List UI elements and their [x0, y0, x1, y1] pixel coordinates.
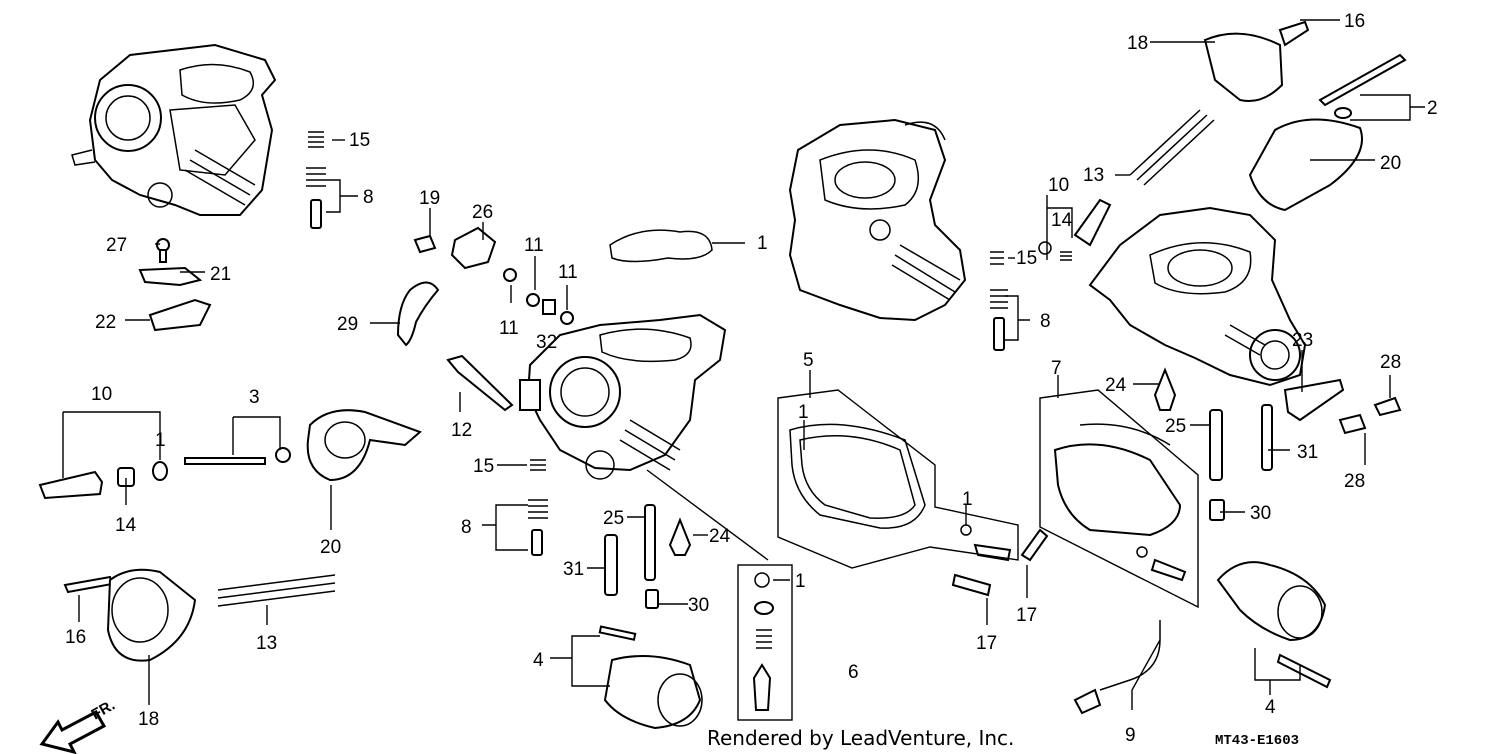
callout-label: 2	[1427, 98, 1438, 119]
callout-label: 4	[1265, 697, 1276, 718]
callout-label: 5	[803, 350, 814, 371]
callout-label: 18	[1127, 33, 1148, 54]
leader-lines	[62, 19, 1425, 710]
callout-label: 15	[349, 130, 370, 151]
spring-icon	[217, 574, 336, 607]
carburetor-body-center	[519, 313, 727, 480]
carburetor-assembly-top-left	[71, 43, 277, 216]
callout-label: 28	[1344, 471, 1365, 492]
callout-label: 20	[320, 537, 341, 558]
callout-label: 7	[1051, 358, 1062, 379]
callout-label: 25	[1165, 416, 1186, 437]
callout-label: 1	[795, 571, 806, 592]
frame-6	[737, 564, 793, 721]
callout-label: 29	[337, 314, 358, 335]
callout-label: 1	[798, 402, 809, 423]
callout-label: 8	[461, 517, 472, 538]
callout-label: 23	[1292, 330, 1313, 351]
callout-label: 16	[1344, 11, 1365, 32]
callout-label: 21	[210, 264, 231, 285]
callout-label: 31	[563, 559, 584, 580]
callout-label: 31	[1297, 442, 1318, 463]
drawing-code: MT43-E1603	[1215, 733, 1299, 749]
callout-label: 4	[533, 650, 544, 671]
callout-label: 13	[1083, 165, 1104, 186]
callout-label: 24	[709, 526, 731, 547]
callout-label: 28	[1380, 352, 1401, 373]
callout-label: 11	[499, 318, 519, 339]
callout-label: 1	[155, 430, 166, 451]
callout-label: 11	[558, 262, 578, 283]
assembly-frames	[646, 389, 1199, 721]
spring-icon	[1129, 109, 1215, 186]
callout-label: 8	[363, 187, 374, 208]
callout-label: 10	[91, 384, 112, 405]
callout-label: 8	[1040, 311, 1051, 332]
callout-label: 18	[138, 709, 159, 730]
spring-icon	[308, 131, 324, 148]
spring-icon	[306, 167, 326, 187]
callout-label: 13	[256, 633, 277, 654]
callout-label: 17	[1016, 605, 1037, 626]
arrow-icon	[39, 709, 107, 754]
callout-label: 3	[249, 387, 260, 408]
callout-label: 30	[1250, 503, 1271, 524]
callout-label: 16	[65, 627, 86, 648]
callout-label: 15	[473, 456, 494, 477]
callout-label: 1	[757, 233, 768, 254]
screw-icon	[310, 199, 322, 229]
callout-label: 26	[472, 202, 493, 223]
callout-label: 17	[976, 633, 997, 654]
carburetor-body-right	[1088, 206, 1307, 387]
carburetor-body-center-top	[788, 118, 967, 322]
callouts: 1 1 1 1 1 2 3 4 4 5 6 7 8 8 8 9 10 10 11…	[65, 11, 1438, 746]
callout-label: 25	[603, 508, 624, 529]
callout-label: 14	[1051, 210, 1073, 231]
callout-label: 12	[451, 420, 472, 441]
callout-label: 30	[688, 595, 709, 616]
frame-5	[777, 389, 1019, 569]
small-parts	[38, 20, 1407, 730]
callout-label: 27	[106, 235, 127, 256]
callout-label: 24	[1105, 375, 1127, 396]
callout-label: 6	[848, 662, 859, 683]
credit-text: Rendered by LeadVenture, Inc.	[707, 726, 1014, 750]
callout-label: 10	[1048, 175, 1069, 196]
callout-label: 1	[962, 489, 973, 510]
callout-label: 14	[115, 515, 137, 536]
frame-7	[1039, 389, 1199, 609]
front-direction-arrow: FR.	[39, 697, 118, 754]
callout-label: 11	[524, 235, 544, 256]
callout-label: 32	[536, 332, 557, 353]
callout-label: 19	[419, 188, 440, 209]
callout-label: 22	[95, 312, 116, 333]
callout-label: 20	[1380, 153, 1401, 174]
callout-label: 9	[1125, 725, 1136, 746]
callout-label: 15	[1016, 248, 1037, 269]
